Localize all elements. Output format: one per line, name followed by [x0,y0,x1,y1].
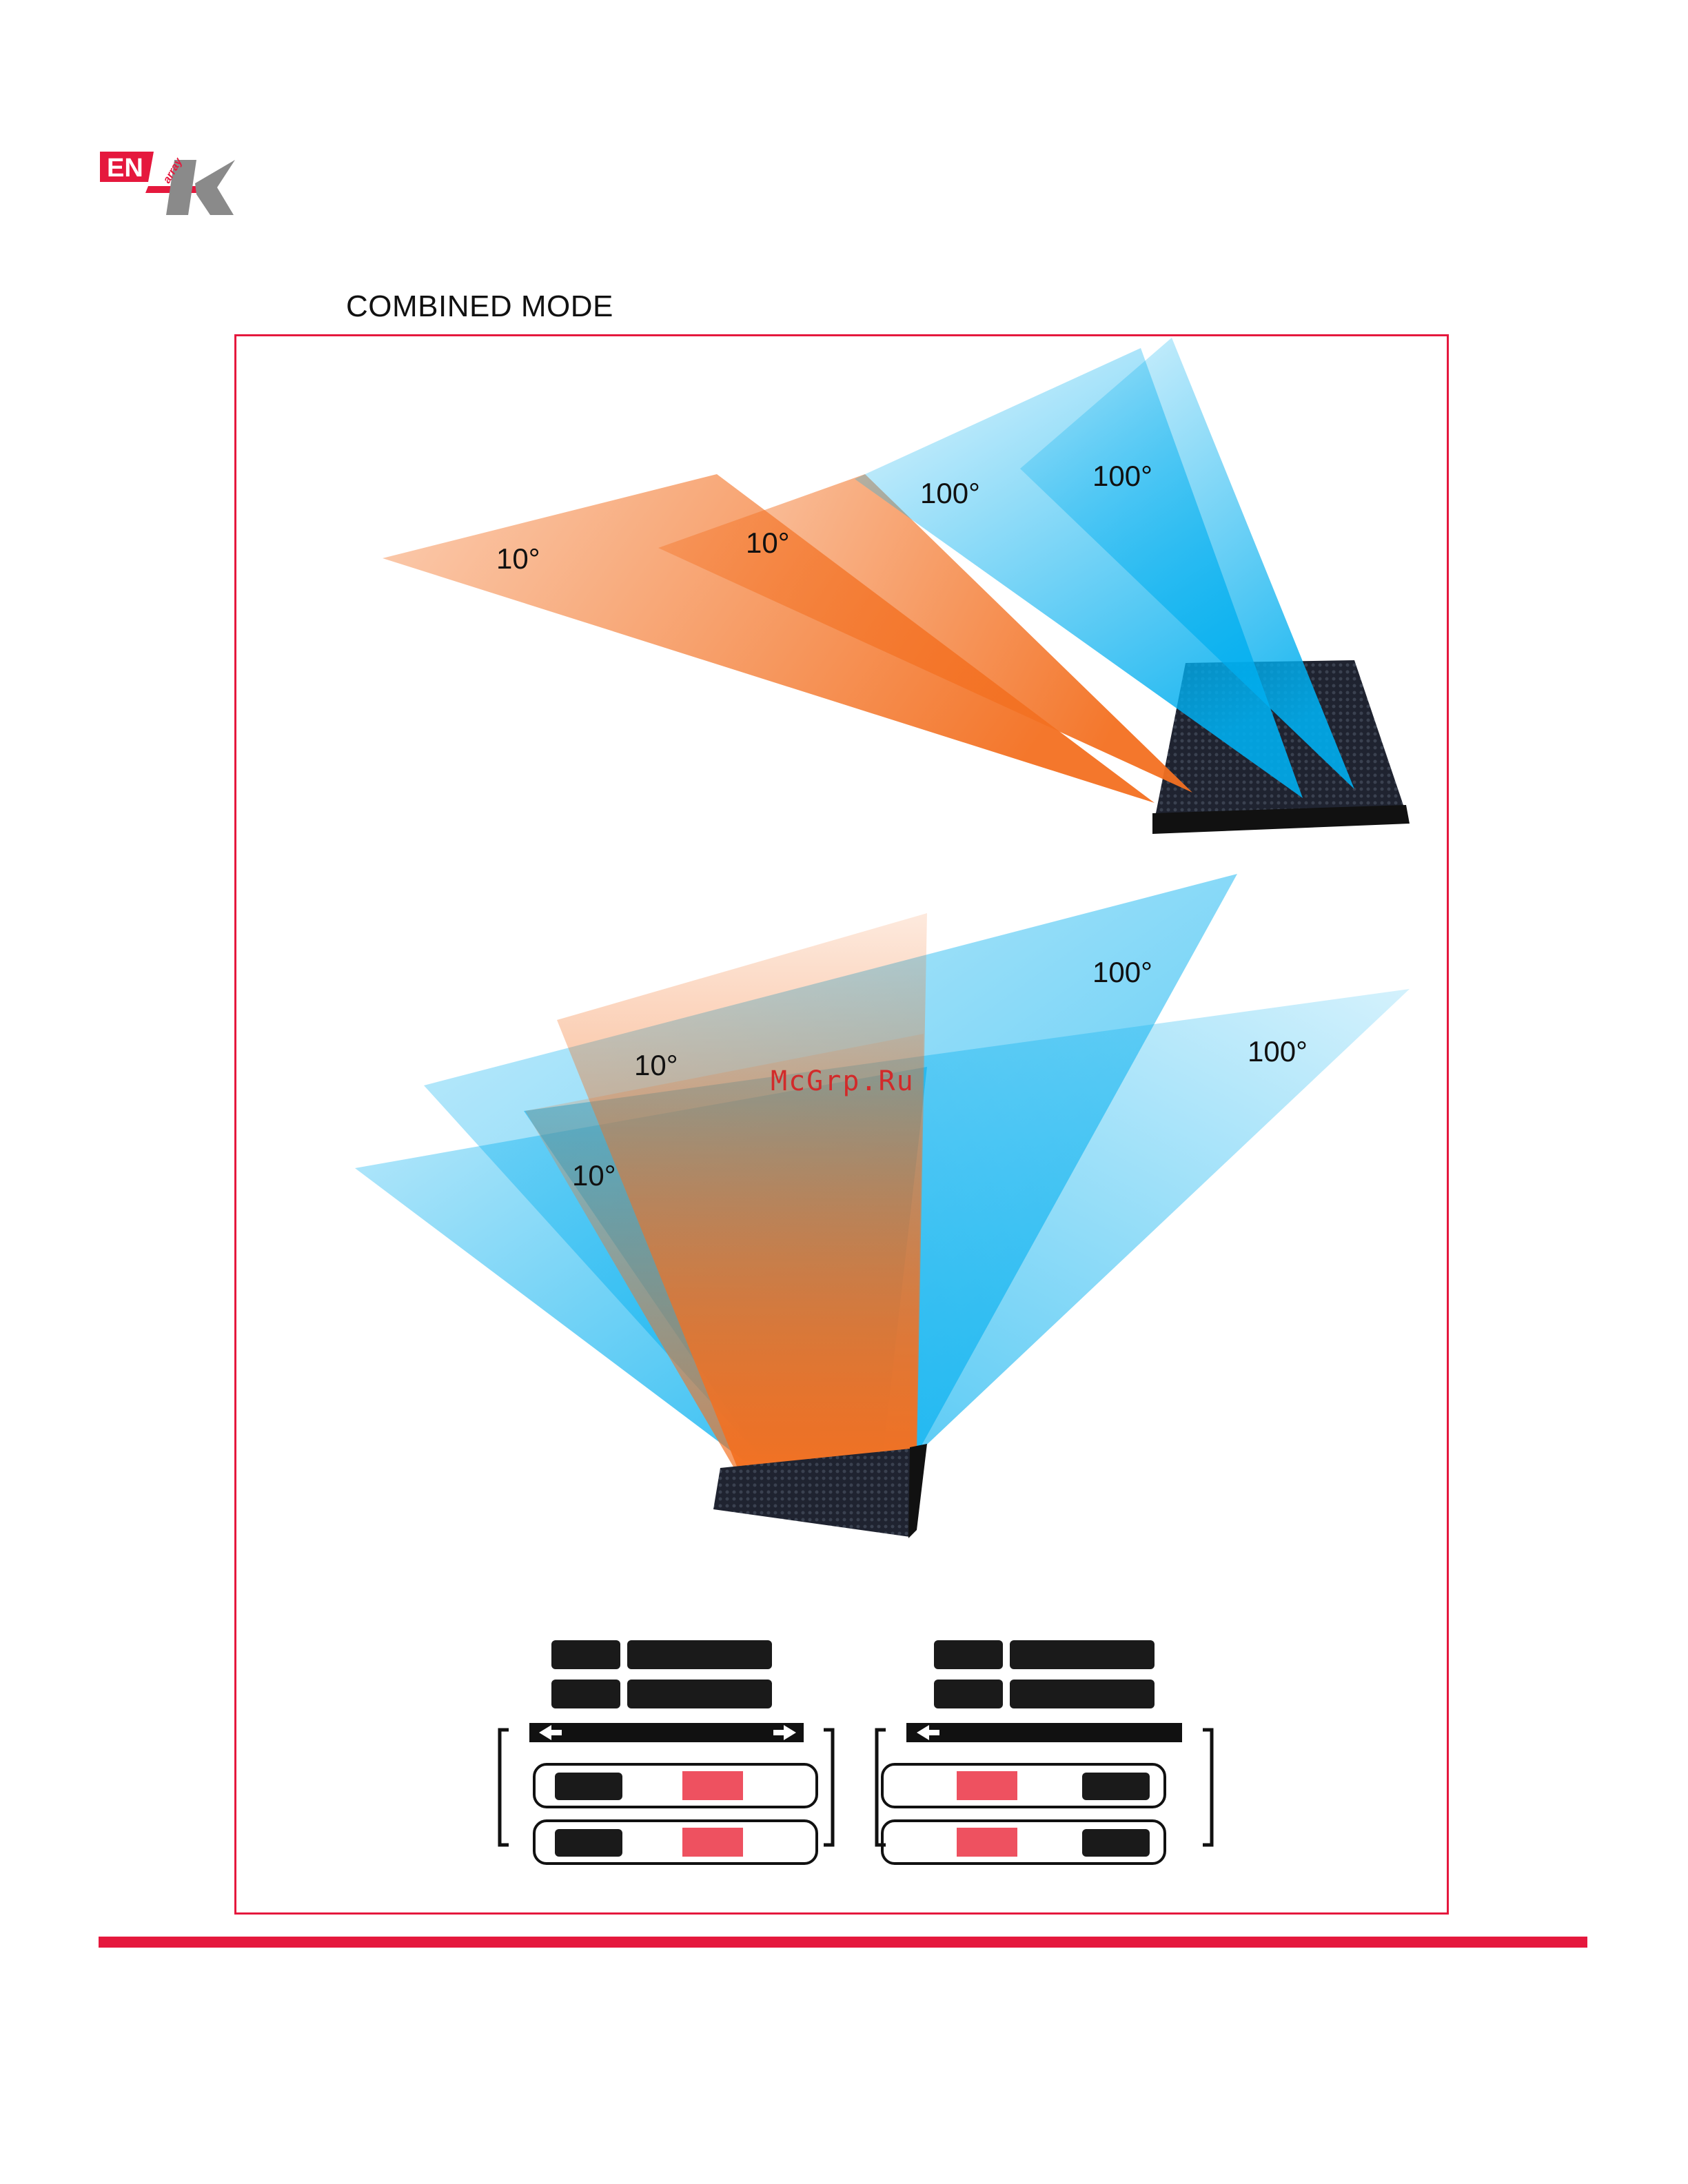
bottom-label-100-upper: 100° [1092,956,1152,988]
panel-left-row-2-key [555,1829,622,1857]
bottom-speaker-side [908,1444,927,1538]
panel-left-bracket-l [500,1730,509,1845]
panel-right-row-1-indicator [957,1771,1017,1800]
top-label-10-right: 10° [746,527,790,559]
top-label-100-right: 100° [1092,460,1152,492]
panel-left-key-2 [551,1680,620,1708]
bottom-coverage-diagram: 100° 100° 10° 10° McGrp.Ru [355,874,1410,1538]
control-panel-right [877,1640,1212,1864]
panel-right-row-1-key [1082,1773,1150,1800]
control-panel-left [500,1640,833,1864]
panel-right-key-1 [934,1640,1003,1669]
panel-left-key-1 [551,1640,620,1669]
panel-left-bracket-r [824,1730,833,1845]
panel-right-strip [906,1723,1182,1742]
panel-left-row-2-indicator [682,1828,743,1857]
panel-right-bar-2 [1010,1680,1155,1708]
bottom-label-100-right: 100° [1248,1035,1308,1068]
top-label-10-left: 10° [496,542,540,575]
panel-right-bracket-r [1203,1730,1212,1845]
panel-left-bar-1 [627,1640,772,1669]
top-label-100-left: 100° [920,477,980,509]
bottom-label-10-lower: 10° [572,1159,616,1192]
panel-right-row-2-indicator [957,1828,1017,1857]
panel-right-key-2 [934,1680,1003,1708]
panel-left-bar-2 [627,1680,772,1708]
bottom-label-10-upper: 10° [634,1049,678,1081]
watermark-text: McGrp.Ru [771,1065,915,1097]
panel-right-bar-1 [1010,1640,1155,1669]
panel-left-row-1-key [555,1773,622,1800]
footer-rule [99,1937,1587,1948]
panel-right-row-2-key [1082,1829,1150,1857]
panel-left-row-1-indicator [682,1771,743,1800]
top-coverage-diagram: 10° 10° 100° 100° [383,338,1410,834]
panel-left-strip [529,1723,804,1742]
